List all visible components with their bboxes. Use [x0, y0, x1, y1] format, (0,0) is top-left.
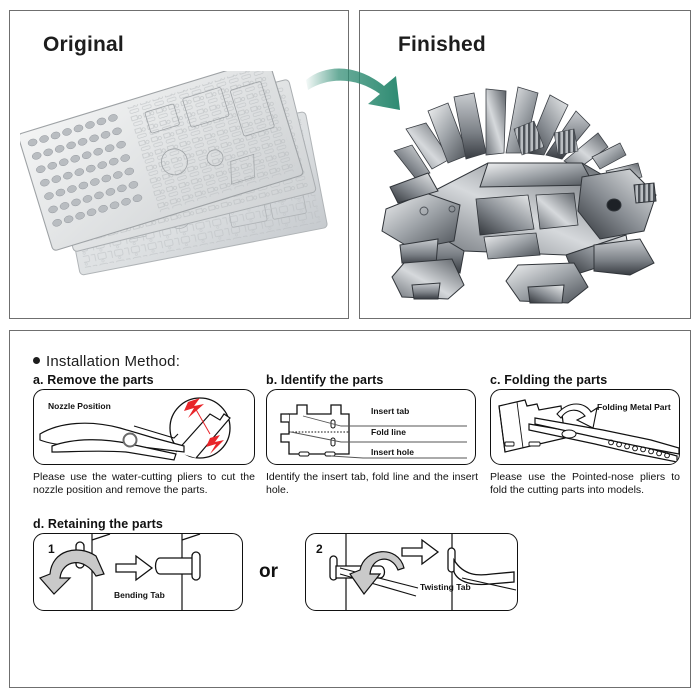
step-d2-figure: 2 Twisting Tab — [305, 533, 518, 611]
installation-method-heading-label: Installation Method: — [46, 353, 181, 370]
step-c-title: c. Folding the parts — [490, 373, 608, 387]
step-a-figure-label-nozzle-position: Nozzle Position — [48, 401, 111, 411]
bullet-icon — [33, 357, 40, 364]
step-d1-label-bending-tab: Bending Tab — [114, 590, 165, 600]
step-c-figure: Folding Metal Part — [490, 389, 680, 465]
step-d-title: d. Retaining the parts — [33, 517, 163, 531]
metal-sprue-sheets-photo — [20, 71, 340, 311]
assembled-metal-model-photo — [368, 59, 684, 309]
step-b-figure-label-insert-tab: Insert tab — [371, 406, 410, 416]
step-b-figure-label-insert-hole: Insert hole — [371, 447, 414, 457]
finished-panel: Finished — [359, 10, 691, 319]
installation-method-heading: Installation Method: — [33, 353, 180, 370]
step-c-caption: Please use the Pointed-nose pliers to fo… — [490, 471, 680, 496]
step-b-title: b. Identify the parts — [266, 373, 384, 387]
step-c-figure-label-folding-metal-part: Folding Metal Part — [597, 402, 671, 412]
step-b-caption: Identify the insert tab, fold line and t… — [266, 471, 478, 496]
installation-method-panel: Installation Method: a. Remove the parts… — [9, 330, 691, 688]
step-b-figure: Insert tab Fold line Insert hole — [266, 389, 476, 465]
step-d2-label-twisting-tab: Twisting Tab — [420, 582, 471, 592]
or-separator: or — [259, 561, 278, 582]
original-panel: Original — [9, 10, 349, 319]
step-a-caption: Please use the water-cutting pliers to c… — [33, 471, 255, 496]
step-a-figure: Nozzle Position — [33, 389, 255, 465]
step-d2-number: 2 — [316, 542, 323, 556]
comparison-row: Original — [9, 10, 691, 319]
step-b-figure-label-fold-line: Fold line — [371, 427, 406, 437]
finished-panel-title: Finished — [398, 33, 486, 56]
step-a-title: a. Remove the parts — [33, 373, 154, 387]
step-d1-number: 1 — [48, 542, 55, 556]
original-panel-title: Original — [43, 33, 124, 56]
step-d1-figure: 1 Bending Tab — [33, 533, 243, 611]
